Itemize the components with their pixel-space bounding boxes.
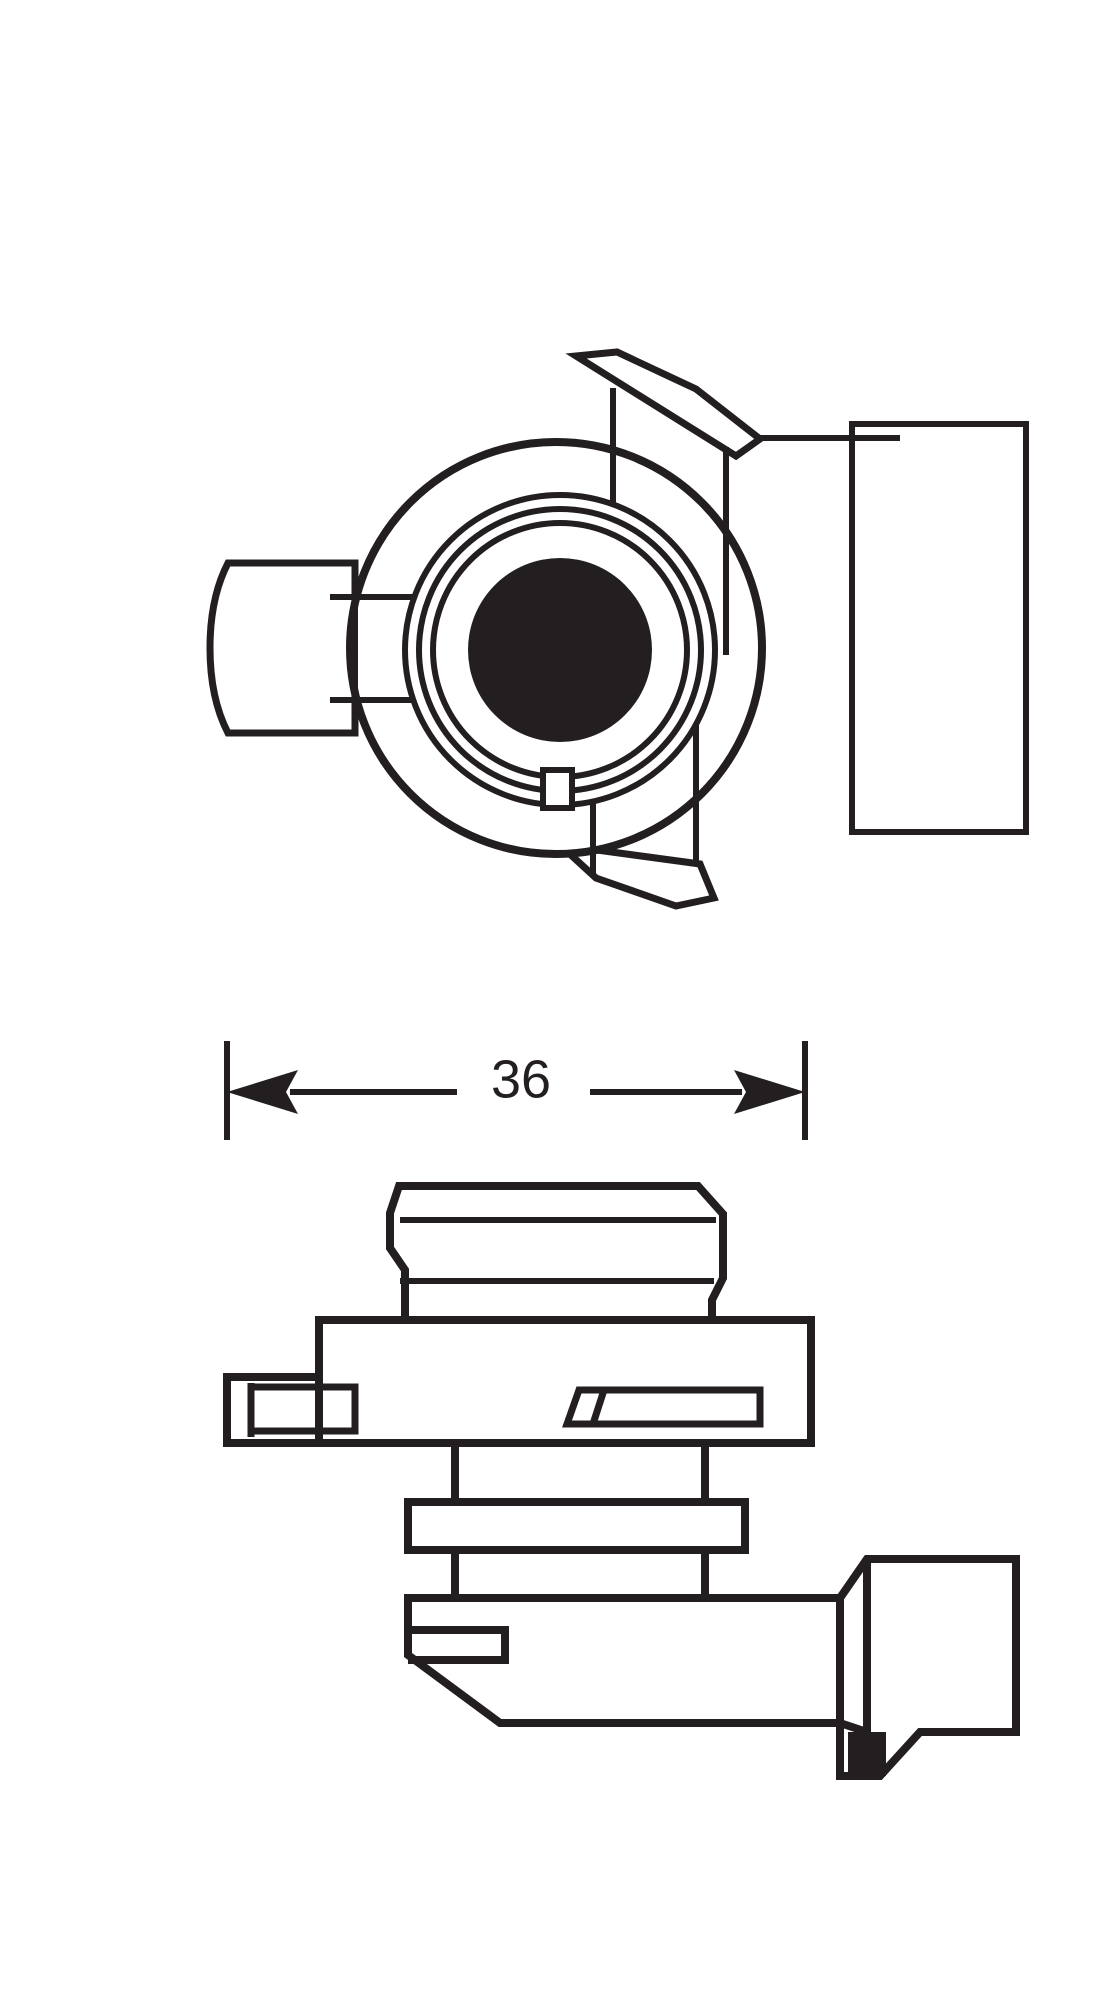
end-view-left-tab (206, 559, 359, 737)
side-view-group (223, 1182, 1020, 1780)
end-view-keyway-notch (540, 767, 575, 811)
dimension-36-group: 36 (224, 1041, 808, 1140)
dimension-arrowhead-left (227, 1070, 298, 1114)
dimension-value-36: 36 (491, 1049, 551, 1109)
end-view-connector-block (849, 421, 1029, 835)
side-view-flange-notch-rib (589, 1388, 608, 1426)
side-view-flange-notch (562, 1386, 764, 1428)
side-view-mid-collar (404, 1498, 749, 1554)
end-view-center-contact (468, 558, 652, 742)
side-view-terminal-chamfer-bottom (838, 1719, 869, 1736)
side-view-capsule (386, 1182, 727, 1324)
dimension-arrowhead-right (734, 1070, 805, 1114)
side-view-left-tab-inner-rect (251, 1383, 359, 1435)
side-view-terminal-key-tab (848, 1732, 886, 1776)
end-view-group (206, 348, 1029, 910)
end-view-top-tab (565, 348, 766, 461)
side-view-terminal-chamfer-top (836, 1556, 871, 1601)
side-view-connector-slot (408, 1626, 509, 1664)
